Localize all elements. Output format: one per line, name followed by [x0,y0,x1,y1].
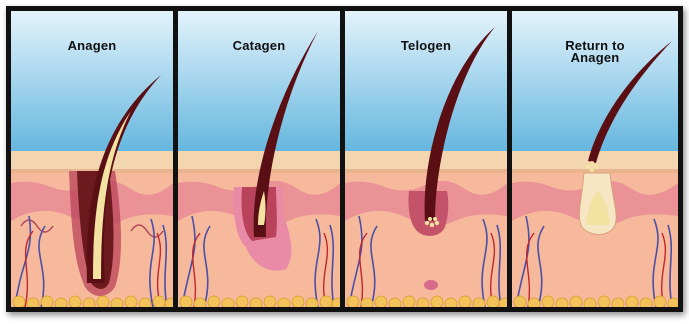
telogen-panel: Telogen [345,11,507,307]
hair-growth-cycle-figure: Anagen Catagen [6,6,683,312]
sky [345,11,507,151]
sky [11,11,173,151]
sky [178,11,340,151]
catagen-panel: Catagen [178,11,340,307]
stage-label: Catagen [178,40,340,52]
stage-label: Return to Anagen [512,40,678,64]
dermal-papilla [424,280,438,290]
stage-label: Telogen [345,40,507,52]
return-to-anagen-panel: Return to Anagen [512,11,678,307]
stage-label: Anagen [11,40,173,52]
anagen-panel: Anagen [11,11,173,307]
sky [512,11,678,151]
